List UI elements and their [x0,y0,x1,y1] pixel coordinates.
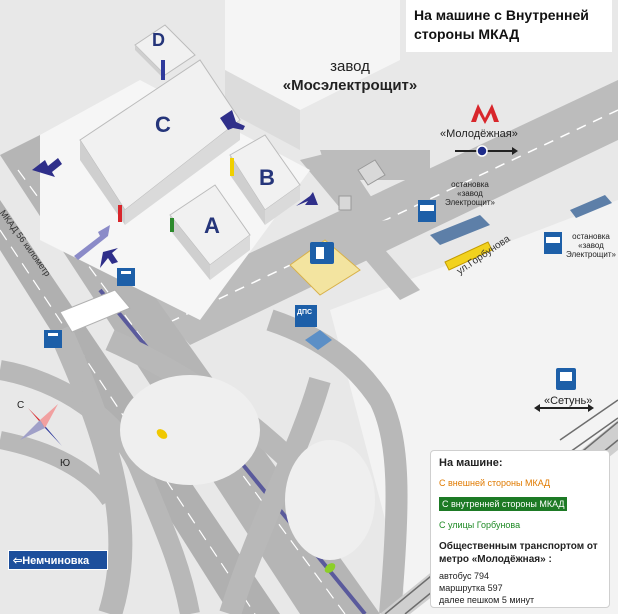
police-sign [295,305,317,327]
arrow-right [296,192,318,206]
legend-inner: С внутренней стороны МКАД [439,497,568,511]
building-d-label: D [152,30,165,50]
legend-public-title: Общественным транспортом от метро «Молод… [439,541,598,565]
legend-walk: далее пешком 5 минут [439,595,535,605]
gorbunova-road [150,80,618,345]
bridge [59,289,131,333]
page-title: На машине с Внутренней стороны МКАД [406,0,612,52]
arrow-entry [74,225,110,260]
exit-sign: ⇦Немчиновка [8,550,108,570]
building-a-label: A [204,213,220,238]
building-c-label: C [155,112,171,137]
building-b-label: B [259,165,275,190]
legend-minibus: маршрутка 597 [439,583,503,593]
car-green [324,563,336,573]
legend: На машине: С внешней стороны МКАД С внут… [430,450,610,608]
car-yellow [156,429,168,439]
arrow-left [32,158,62,177]
legend-bus: автобус 794 [439,571,489,581]
compass-north: С [17,400,25,411]
legend-outer: С внешней стороны МКАД [439,478,551,488]
legend-heading: На машине: [439,457,503,469]
metro-icon [471,104,499,124]
pedestrian-sign-top [117,268,135,286]
bus-stop-label-left: остановка «завод Электрощит» [445,180,495,207]
factory-block [225,0,400,110]
bus-stop-label-right: остановка «завод Электрощит» [566,232,616,259]
arrow-left-icon: ⇦ [13,555,23,567]
factory-label: завод «Мосэлектрощит» [282,58,418,94]
metro-label: «Молодёжная» [440,128,518,140]
compass-south: Ю [60,458,71,469]
pedestrian-sign-left [44,330,62,348]
station-label: «Сетунь» [544,395,593,407]
police-sign-label: ДПС [297,309,313,316]
legend-street: С улицы Горбунова [439,520,521,530]
